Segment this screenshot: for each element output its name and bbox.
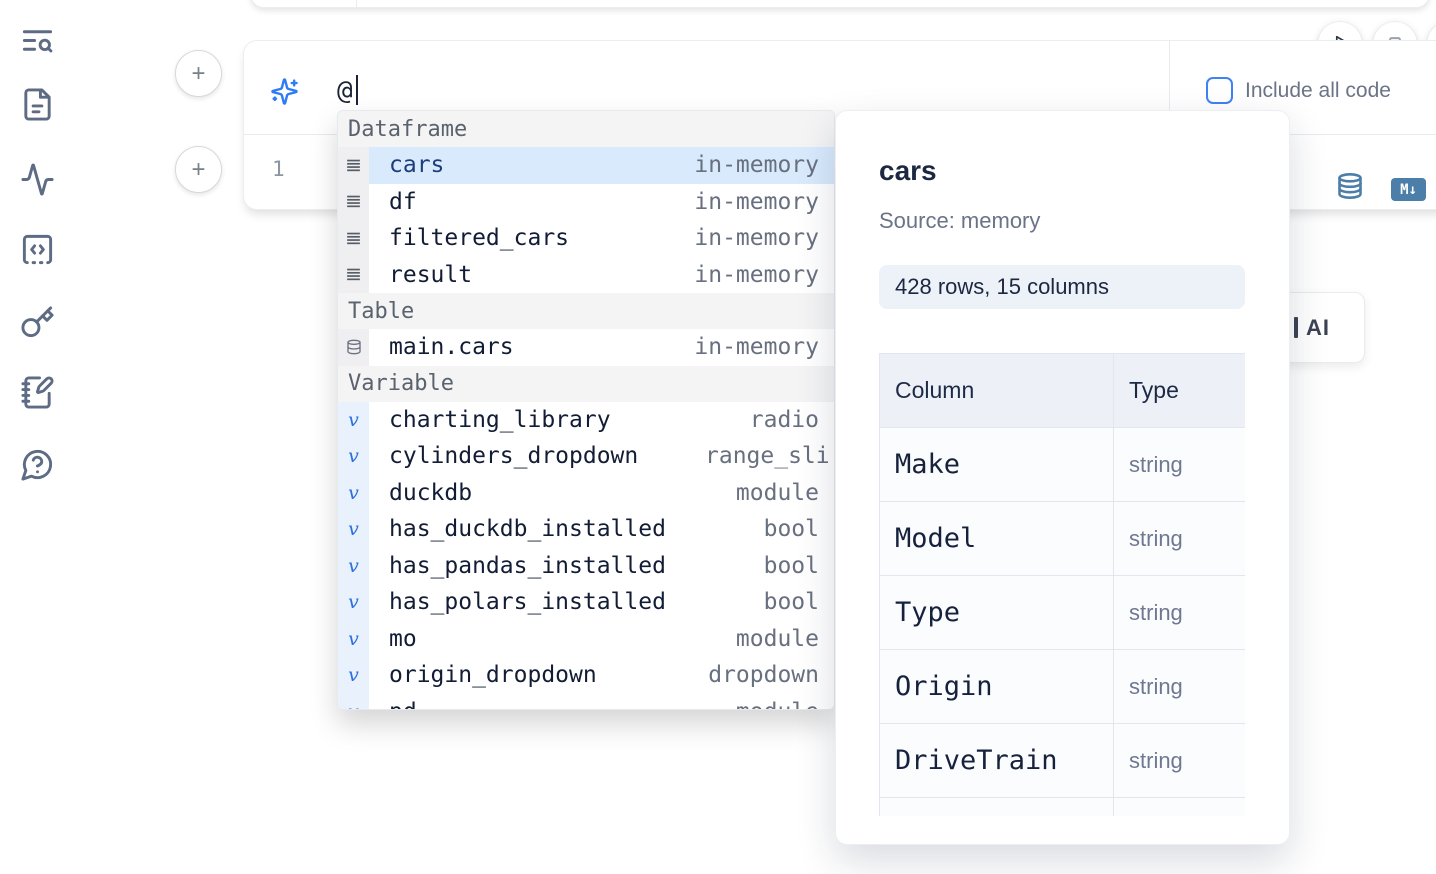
rows-icon	[338, 220, 369, 257]
autocomplete-item-cylinders-dropdown[interactable]: v cylinders_dropdown range_sli	[338, 438, 834, 475]
variable-icon: v	[338, 620, 369, 657]
table-row: Origin string	[879, 649, 1245, 724]
text-cursor	[356, 75, 358, 105]
sidebar-item-scratchpad[interactable]	[17, 374, 57, 414]
at-mention-token: @	[337, 76, 353, 106]
table-row-partial	[879, 797, 1245, 816]
variable-icon: v	[338, 401, 369, 438]
autocomplete-item-df[interactable]: df in-memory	[338, 183, 834, 220]
database-icon	[338, 329, 369, 366]
rows-icon	[338, 183, 369, 220]
datasource-button[interactable]	[1334, 171, 1366, 203]
preview-source: Source: memory	[879, 208, 1041, 233]
preview-title: cars	[879, 155, 937, 186]
database-icon	[1336, 172, 1364, 203]
variable-icon: v	[338, 584, 369, 621]
outline-search-icon	[20, 23, 55, 61]
add-cell-above-button[interactable]: +	[175, 50, 222, 97]
sidebar-item-outline[interactable]	[17, 22, 57, 62]
column-header: Column	[879, 353, 1114, 428]
schema-table: Column Type Make string Model string Typ…	[879, 353, 1245, 816]
autocomplete-item-has-pandas-installed[interactable]: v has_pandas_installed bool	[338, 547, 834, 584]
autocomplete-item-charting-library[interactable]: v charting_library radio	[338, 401, 834, 438]
include-all-code-checkbox[interactable]	[1206, 77, 1233, 104]
divider	[356, 0, 357, 8]
autocomplete-item-cars[interactable]: cars in-memory	[338, 147, 834, 184]
table-row: DriveTrain string	[879, 723, 1245, 798]
sidebar-item-activity[interactable]	[17, 161, 57, 201]
autocomplete-item-pd[interactable]: v pd module	[338, 693, 834, 709]
autocomplete-item-has-polars-installed[interactable]: v has_polars_installed bool	[338, 584, 834, 621]
schema-table-wrap: Column Type Make string Model string Typ…	[879, 353, 1245, 816]
file-document-icon	[20, 87, 55, 125]
section-header-dataframe: Dataframe	[338, 111, 834, 147]
variable-icon: v	[338, 511, 369, 548]
previous-cell-bottom	[250, 0, 1430, 8]
table-row: Type string	[879, 575, 1245, 650]
sparkles-ai-icon	[270, 77, 299, 106]
divider	[1169, 41, 1170, 134]
scratchpad-notebook-icon	[20, 375, 55, 413]
variable-icon: v	[338, 438, 369, 475]
markdown-convert-button[interactable]: M↓	[1391, 178, 1426, 201]
section-header-table: Table	[338, 293, 834, 329]
sidebar-item-files[interactable]	[17, 86, 57, 126]
clipped-letter-fragment	[1294, 317, 1298, 338]
autocomplete-item-main-cars[interactable]: main.cars in-memory	[338, 329, 834, 366]
autocomplete-menu: Dataframe cars in-memory df in-memory fi…	[337, 110, 835, 710]
sidebar-item-help[interactable]	[17, 446, 57, 486]
help-chat-icon	[20, 447, 55, 485]
autocomplete-item-filtered-cars[interactable]: filtered_cars in-memory	[338, 220, 834, 257]
autocomplete-item-has-duckdb-installed[interactable]: v has_duckdb_installed bool	[338, 511, 834, 548]
autocomplete-item-duckdb[interactable]: v duckdb module	[338, 474, 834, 511]
variable-icon: v	[338, 693, 369, 709]
activity-icon	[20, 162, 55, 200]
ai-prompt-input[interactable]: @ Include all code	[244, 41, 1436, 134]
variable-icon: v	[338, 657, 369, 694]
section-header-variable: Variable	[338, 365, 834, 402]
left-sidebar	[0, 0, 70, 874]
key-secrets-icon	[20, 305, 55, 343]
shape-badge: 428 rows, 15 columns	[879, 265, 1245, 309]
table-row: Model string	[879, 501, 1245, 576]
autocomplete-item-origin-dropdown[interactable]: v origin_dropdown dropdown	[338, 657, 834, 694]
line-number: 1	[272, 157, 285, 181]
table-row: Make string	[879, 427, 1245, 502]
type-header: Type	[1113, 353, 1245, 428]
rows-icon	[338, 256, 369, 293]
rows-icon	[338, 147, 369, 184]
sidebar-item-secrets[interactable]	[17, 304, 57, 344]
dataframe-preview-panel: cars Source: memory 428 rows, 15 columns…	[835, 110, 1290, 845]
code-snippets-icon	[20, 232, 55, 270]
add-cell-below-button[interactable]: +	[175, 146, 222, 193]
variable-icon: v	[338, 474, 369, 511]
autocomplete-item-result[interactable]: result in-memory	[338, 256, 834, 293]
sidebar-item-snippets[interactable]	[17, 231, 57, 271]
autocomplete-item-mo[interactable]: v mo module	[338, 620, 834, 657]
include-all-code-label: Include all code	[1245, 78, 1391, 102]
variable-icon: v	[338, 547, 369, 584]
